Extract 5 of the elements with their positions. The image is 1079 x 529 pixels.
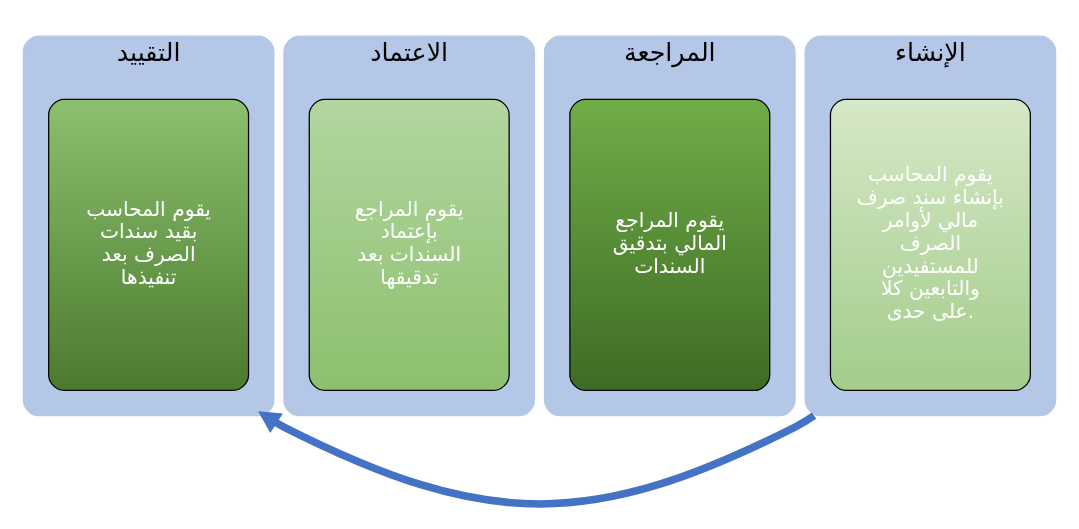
arrow — [258, 410, 817, 508]
node-box: يقوم المحاسب بقيد سندات الصرف بعد تنفيذها — [48, 98, 250, 391]
node-box: يقوم المحاسب بإنشاء سند صرف مالي لأوامر الصرف للمستفيدين والتابعين كلا على حدى. — [829, 98, 1031, 391]
node-box: يقوم المراجع بإعتماد السندات بعد تدقيقها — [308, 98, 510, 391]
node-box: يقوم المراجع المالي بتدقيق السندات — [569, 98, 771, 391]
